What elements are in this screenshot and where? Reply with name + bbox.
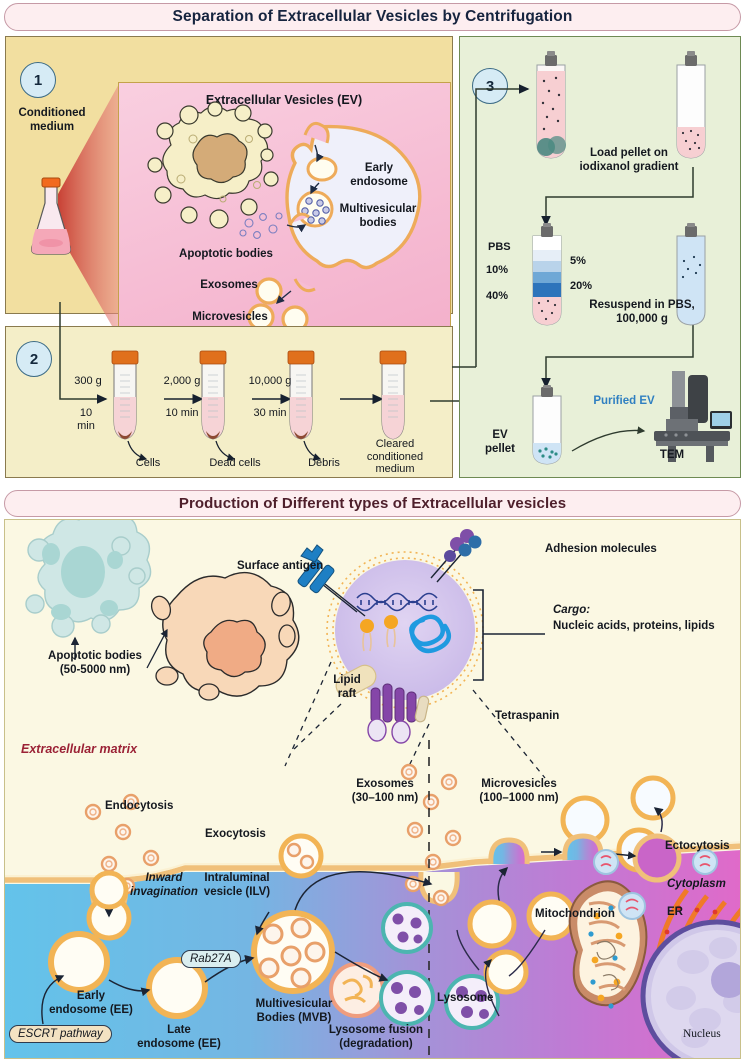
exosomes-size-label: Exosomes (30–100 nm) [351,778,419,804]
time-label-2: 10 min [165,407,199,419]
step-number-2: 2 [16,341,52,377]
cargo-title-label: Cargo: [553,604,591,616]
apoptotic-bodies-label: Apoptotic bodies [179,248,273,260]
adhesion-molecules-label: Adhesion molecules [545,543,657,555]
resuspended-tube [676,223,706,326]
gradient-label-20: 20% [570,280,593,292]
conditioned-medium-label: Conditioned medium [18,107,86,133]
mvb-label: Multivesicular Bodies (MVB) [255,998,333,1024]
centrifuge-tube-3 [287,350,315,440]
centrifuge-tube-2 [199,350,227,440]
step-number-1: 1 [20,62,56,98]
er-label: ER [667,906,683,918]
purified-ev-label: Purified EV [593,395,655,407]
pellet-label-dead-cells: Dead cells [209,457,261,469]
mitochondrion-label: Mitochondrion [535,908,615,920]
time-label-3: 30 min [253,407,287,419]
nucleus-label: Nucleus [683,1028,721,1040]
ev-inset-box: Extracellular Vesicles (EV) [118,82,451,342]
force-label-1: 300 g [74,375,102,387]
early-endosome-label: Early endosome [350,162,408,188]
ev-illustration [147,101,422,333]
ev-production-illustration [5,520,740,1058]
ev-pellet-tube [532,385,562,465]
late-endosome-label: Late endosome (EE) [137,1024,221,1050]
cargo-text-label: Nucleic acids, proteins, lipids [553,620,715,632]
mid-banner-title: Production of Different types of Extrace… [178,495,567,512]
step-number-3: 3 [472,68,508,104]
resuspend-label: Resuspend in PBS, 100,000 g [589,299,695,325]
panel3-connectors [452,84,694,452]
tem-microscope-icon [654,371,732,462]
ultracentrifuge-tube-1 [536,51,566,159]
force-label-2: 2,000 g [163,375,201,387]
apoptotic-bodies-size-label: Apoptotic bodies (50-5000 nm) [48,650,142,676]
microvesicles-label: Microvesicles [192,311,268,323]
gradient-label-pbs: PBS [488,241,511,253]
tetraspanin-label: Tetraspanin [495,710,560,722]
ultracentrifuge-tube-2 [676,51,706,159]
load-pellet-label: Load pellet on iodixanol gradient [579,147,679,173]
erlenmeyer-flask-icon [31,177,71,255]
gradient-label-5: 5% [570,255,586,267]
endocytosis-label: Endocytosis [105,800,174,812]
lysosome-fusion-label: Lysosome fusion (degradation) [328,1024,424,1050]
early-endosome-label: Early endosome (EE) [49,990,133,1016]
top-banner-title: Separation of Extracellular Vesicles by … [172,8,573,25]
cytoplasm-label: Cytoplasm [667,878,726,890]
inward-invagination-label: Inward invagination [130,872,198,898]
panel-conditioned-medium: 1 Conditioned medium Extracellular Vesic… [5,36,453,342]
iodixanol-gradient-tube [532,223,562,326]
escrt-pathway-label: ESCRT pathway [9,1025,112,1043]
lipid-raft-label: Lipid raft [333,674,361,700]
extracellular-matrix-label: Extracellular matrix [21,742,138,756]
ev-inset-title: Extracellular Vesicles (EV) [205,93,363,107]
exosomes-label: Exosomes [200,279,258,291]
gradient-label-40: 40% [486,290,509,302]
top-banner: Separation of Extracellular Vesicles by … [4,3,741,31]
panel-ev-production: Apoptotic bodies (50-5000 nm) Surface an… [4,519,741,1059]
ectocytosis-label: Ectocytosis [665,840,730,852]
cleared-medium-label: Cleared conditioned medium [366,438,424,476]
zoom-wedge [58,82,120,340]
pellet-label-cells: Cells [135,457,161,469]
rab27a-label: Rab27A [181,950,241,968]
panel-differential-centrifugation: 2 [5,302,480,478]
surface-antigen-label: Surface antigen [237,560,324,572]
multivesicular-bodies-label: Multivesicular bodies [339,203,417,229]
lysosome-label: Lysosome [437,992,494,1004]
tem-label: TEM [659,449,685,461]
ev-pellet-label: EV pellet [484,429,516,455]
microvesicles-size-label: Microvesicles (100–1000 nm) [479,778,559,804]
exocytosis-label: Exocytosis [205,828,266,840]
gradient-label-10: 10% [486,264,509,276]
centrifuge-tube-4 [379,350,407,440]
time-label-1: 10 min [77,407,95,432]
ilv-label: Intraluminal vesicle (ILV) [203,872,271,898]
force-label-3: 10,000 g [248,375,292,387]
mid-banner: Production of Different types of Extrace… [4,490,741,517]
centrifuge-tube-1 [111,350,139,440]
pellet-label-debris: Debris [308,457,340,469]
panel-density-gradient: 3 [452,36,741,478]
